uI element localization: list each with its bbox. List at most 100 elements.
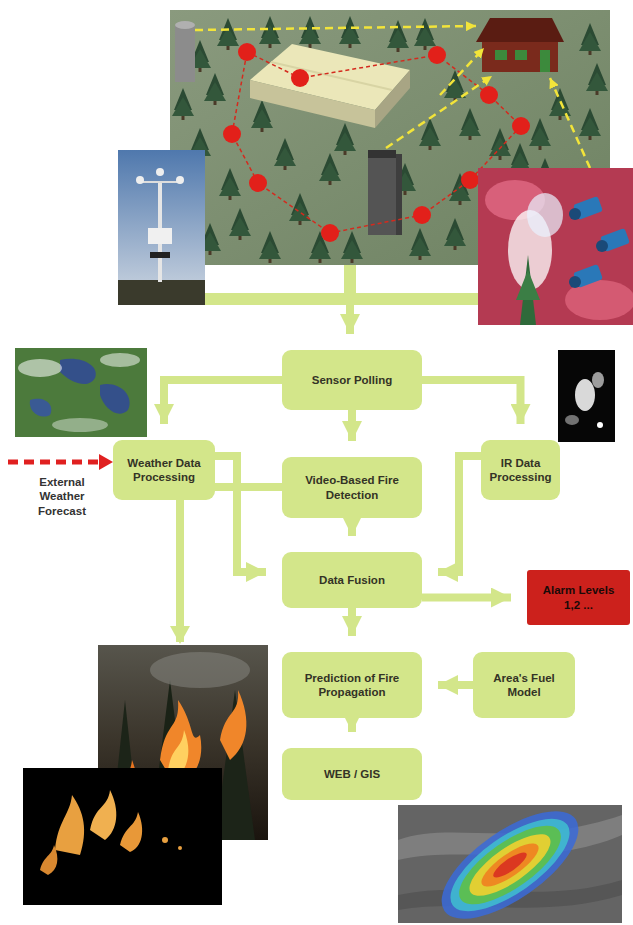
flow-arrow (438, 681, 473, 689)
box-label: Video-Based Fire Detection (303, 473, 401, 502)
process-box: IR Data Processing (481, 440, 560, 500)
fire-mask-image (55, 795, 84, 855)
spread-map (448, 812, 573, 919)
tree-icon (274, 138, 296, 170)
box-label: IR Data Processing (485, 456, 556, 485)
feed-bar (205, 293, 478, 305)
box-label: Prediction of Fire Propagation (299, 671, 405, 700)
flow-arrow (348, 410, 356, 441)
box-label: Weather Data Processing (120, 456, 208, 485)
tree-icon (387, 20, 409, 52)
tree-icon (172, 16, 608, 263)
alarm-box: Alarm Levels 1,2 ... (527, 570, 630, 625)
sensor-dot (249, 174, 267, 192)
feed-bar (346, 300, 354, 334)
tower-icon (368, 150, 396, 235)
tower-icon (368, 150, 396, 158)
sensor-perimeter (232, 52, 521, 233)
fire-mask-image (40, 845, 57, 875)
satellite-map (15, 348, 147, 437)
tower-icon (175, 21, 195, 29)
tree-icon (299, 16, 321, 48)
process-box: Sensor Polling (282, 350, 422, 410)
tree-icon (444, 218, 466, 250)
building-icon (375, 70, 410, 128)
tower-icon (396, 154, 402, 235)
spread-map (425, 791, 595, 925)
tree-icon (586, 63, 608, 95)
output-box: WEB / GIS (282, 748, 422, 800)
satellite-map (100, 353, 140, 367)
weather-station-photo (156, 168, 164, 176)
tower-icon (175, 21, 195, 82)
forest-scene (170, 10, 610, 265)
input-label: External Weather Forecast (22, 475, 102, 518)
tree-icon (579, 23, 601, 55)
data-link-arrow (195, 26, 476, 30)
video-output-arrow (170, 487, 282, 644)
house-icon (515, 50, 527, 60)
weather-station-photo (118, 280, 205, 305)
house-icon (540, 50, 550, 72)
tree-icon (259, 16, 281, 48)
weather-station-photo (118, 150, 205, 305)
flow-arrow (422, 380, 521, 424)
box-label: Sensor Polling (312, 373, 393, 387)
flow-arrow (164, 380, 282, 424)
house-icon (476, 18, 564, 72)
sensor-dot (223, 125, 241, 143)
process-box: Data Fusion (282, 552, 422, 608)
weather-station-photo (140, 181, 180, 183)
house-icon (482, 42, 558, 72)
satellite-map (52, 418, 108, 432)
satellite-map (100, 384, 130, 414)
house-icon (476, 18, 564, 42)
tree-icon (217, 18, 239, 50)
process-box: Weather Data Processing (113, 440, 215, 500)
data-link-arrow (440, 48, 484, 95)
tree-icon (172, 88, 194, 120)
house-icon (495, 50, 507, 60)
ir-frame (592, 372, 604, 388)
tree-icon (334, 123, 356, 155)
spread-map (461, 824, 559, 907)
fire-mask-image (90, 790, 116, 840)
tree-icon (204, 73, 226, 105)
weather-station-photo (136, 176, 144, 184)
satellite-map (15, 348, 147, 437)
box-label: Data Fusion (319, 573, 385, 587)
satellite-map (30, 399, 52, 417)
sensor-dot (321, 224, 339, 242)
ir-frame (565, 415, 579, 425)
fire-mask-image (23, 768, 222, 905)
tree-icon (579, 108, 601, 140)
fire-mask-image (162, 837, 168, 843)
feed-bar (205, 265, 478, 334)
fire-mask-image (23, 768, 222, 905)
fire-photo (150, 652, 250, 688)
ir-frame (558, 350, 615, 442)
forest-scene (170, 10, 610, 265)
ir-camera-photo (516, 270, 540, 300)
tree-icon (259, 231, 281, 263)
building-icon (250, 80, 375, 128)
spread-map (425, 791, 595, 925)
spread-map (490, 849, 530, 882)
spread-map (398, 791, 622, 925)
satellite-map (60, 359, 96, 384)
tree-icon (529, 118, 551, 150)
sensor-dot (413, 206, 431, 224)
ir-camera-photo (478, 168, 633, 325)
tree-icon (289, 193, 311, 225)
data-link-arrow (195, 26, 590, 168)
ir-camera-photo (527, 193, 563, 237)
forecast-arrow (99, 454, 113, 470)
satellite-map (18, 359, 62, 377)
sensor-dot (512, 117, 530, 135)
fire-photo (220, 690, 246, 760)
sensor-dot (238, 43, 256, 61)
fire-mask-image (120, 812, 142, 852)
tree-icon (489, 128, 511, 160)
sensor-dot (461, 171, 479, 189)
